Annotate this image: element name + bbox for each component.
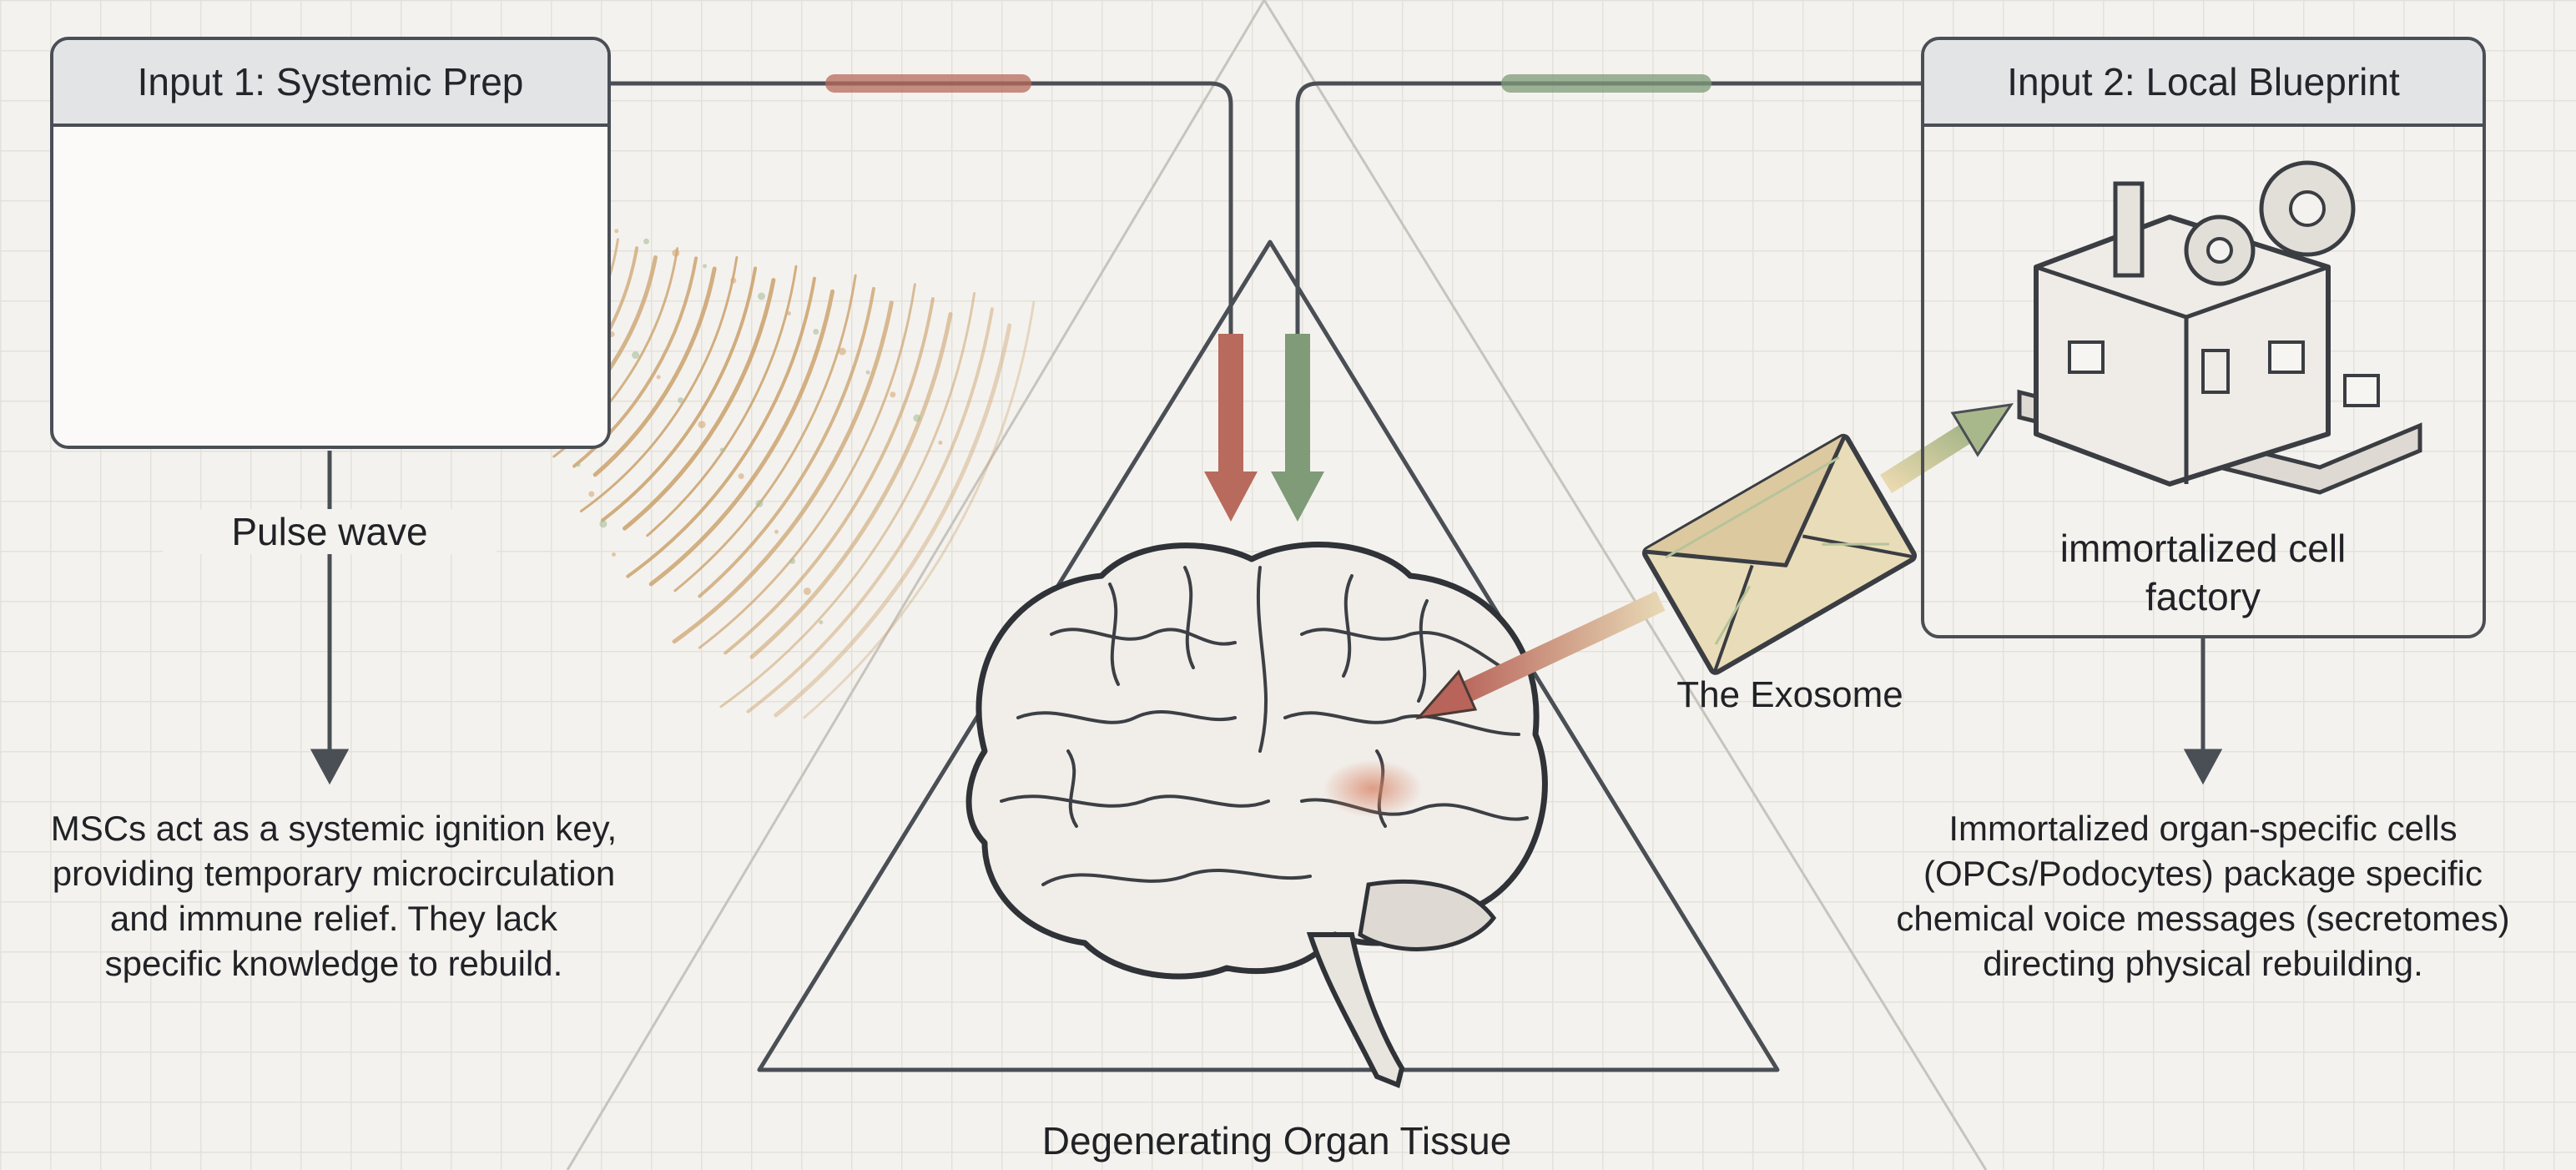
pulse-wave-dot [730,278,736,284]
pulse-wave-dot [756,500,764,507]
factory-label-line: immortalized cell [1944,524,2462,572]
pulse-wave-dot [612,552,616,557]
input2-title: Input 2: Local Blueprint [1924,40,2483,127]
input2-down-arrow [2187,638,2219,780]
input2-description-line: (OPCs/Podocytes) package specific [1869,851,2537,896]
factory-label-line: factory [1944,572,2462,621]
input1-down-arrow [314,451,345,780]
pulse-wave-dot [672,250,679,257]
pulse-wave-dot [739,473,744,479]
pulse-wave-dot [720,448,724,452]
organ-tissue-label: Degenerating Organ Tissue [918,1118,1636,1163]
pulse-wave-dot [657,375,661,379]
pulse-wave-dot [789,558,795,564]
pulse-wave-dot [577,463,581,467]
pulse-wave-dot [758,293,765,300]
pulse-wave-dot [614,229,618,233]
factory-label: immortalized cell factory [1944,524,2462,621]
pulse-wave-dot [698,421,706,428]
pulse-wave-dot [938,441,942,445]
pulse-wave-dot [813,329,819,335]
brain-icon [969,545,1545,1085]
pulse-wave-dot [890,391,895,397]
pulse-wave-dot [599,520,607,527]
pulse-wave-dot [703,264,707,268]
exosome-label: The Exosome [1602,674,1978,716]
pulse-wave-dot [774,530,779,534]
input1-description-line: providing temporary microcirculation [0,851,668,896]
input1-description-line: MSCs act as a systemic ignition key, [0,806,668,851]
pulse-wave-dot [866,371,870,375]
pulse-wave-label: Pulse wave [163,509,497,554]
warm-down-arrow [1204,334,1258,522]
pulse-wave-dot [678,397,683,403]
input2-description: Immortalized organ-specific cells (OPCs/… [1869,806,2537,986]
pulse-wave-dot [839,348,846,356]
pulse-wave-dot [913,415,920,422]
input2-description-line: directing physical rebuilding. [1869,941,2537,986]
input1-description-line: and immune relief. They lack [0,896,668,941]
pulse-wave-dot [632,351,639,359]
pulse-wave-dot [588,492,594,497]
cool-down-arrow [1271,334,1324,522]
envelope-icon [1643,435,1916,674]
input1-panel: Input 1: Systemic Prep [50,37,611,449]
pulse-wave-dot [643,239,649,245]
pulse-wave-dot [787,311,791,315]
pulse-wave-arc [651,291,832,584]
pulse-wave-dot [804,588,811,595]
input2-description-line: chemical voice messages (secretomes) [1869,896,2537,941]
pulse-wave-arc [752,314,950,657]
input1-description: MSCs act as a systemic ignition key, pro… [0,806,668,986]
pulse-wave-dot [819,620,823,624]
input1-title: Input 1: Systemic Prep [53,40,607,127]
input2-description-line: Immortalized organ-specific cells [1869,806,2537,851]
connector-input2 [1298,83,1923,467]
input1-description-line: specific knowledge to rebuild. [0,941,668,986]
